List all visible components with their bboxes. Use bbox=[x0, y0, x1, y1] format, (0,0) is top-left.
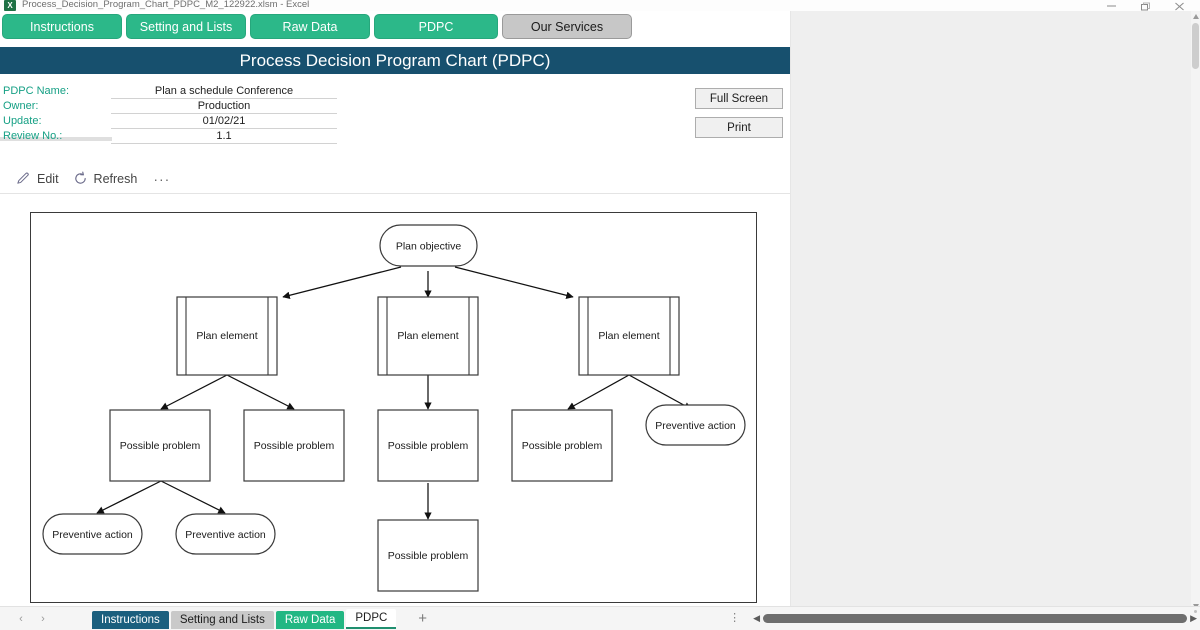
window-controls bbox=[1094, 0, 1196, 12]
node-label: Possible problem bbox=[388, 550, 469, 562]
sheet-tab-instructions[interactable]: Instructions bbox=[92, 610, 169, 629]
node-preventive-action-1[interactable]: Preventive action bbox=[42, 513, 143, 555]
pdpc-diagram: Plan objective Plan element Plan element bbox=[30, 212, 757, 603]
node-possible-problem-5[interactable]: Possible problem bbox=[377, 519, 479, 592]
node-plan-objective[interactable]: Plan objective bbox=[379, 224, 478, 267]
horizontal-scrollbar-thumb[interactable] bbox=[763, 613, 1188, 623]
pdpc-metadata: PDPC Name: Plan a schedule Conference Ow… bbox=[0, 74, 790, 156]
add-sheet-icon[interactable]: + bbox=[418, 610, 428, 627]
meta-row: PDPC Name: Plan a schedule Conference bbox=[0, 84, 400, 99]
meta-value-update[interactable]: 01/02/21 bbox=[111, 114, 337, 129]
nav-tab-raw-data[interactable]: Raw Data bbox=[250, 14, 370, 39]
node-label: Possible problem bbox=[254, 440, 335, 452]
edge-problem-to-action-2 bbox=[160, 480, 226, 514]
sheet-tab-pdpc[interactable]: PDPC bbox=[346, 608, 397, 629]
node-plan-element-left[interactable]: Plan element bbox=[176, 296, 278, 376]
scroll-up-icon[interactable] bbox=[1191, 11, 1200, 21]
vertical-scrollbar-thumb[interactable] bbox=[1192, 23, 1199, 69]
node-preventive-action-2[interactable]: Preventive action bbox=[175, 513, 276, 555]
node-possible-problem-3[interactable]: Possible problem bbox=[377, 409, 479, 482]
horizontal-scrollbar[interactable]: ◀ ▶ bbox=[750, 613, 1200, 624]
nav-tab-our-services[interactable]: Our Services bbox=[502, 14, 632, 39]
node-label: Preventive action bbox=[52, 529, 133, 541]
window-title: Process_Decision_Program_Chart_PDPC_M2_1… bbox=[22, 0, 310, 10]
node-preventive-action-3[interactable]: Preventive action bbox=[645, 404, 746, 446]
scroll-left-icon[interactable]: ◀ bbox=[753, 612, 761, 623]
edge-element-right-to-action bbox=[628, 374, 692, 410]
edit-label: Edit bbox=[37, 171, 59, 186]
node-label: Plan element bbox=[397, 330, 458, 342]
meta-label-update: Update: bbox=[3, 115, 42, 127]
pdpc-diagram-svg: Plan objective Plan element Plan element bbox=[42, 224, 746, 592]
node-label: Possible problem bbox=[388, 440, 469, 452]
refresh-icon bbox=[73, 171, 88, 186]
sheet-tab-setting-and-lists[interactable]: Setting and Lists bbox=[170, 610, 274, 629]
sheet-next-icon[interactable]: › bbox=[41, 612, 45, 625]
node-possible-problem-2[interactable]: Possible problem bbox=[243, 409, 345, 482]
meta-label-pdpc-name: PDPC Name: bbox=[3, 85, 70, 97]
diagram-connectors bbox=[96, 266, 692, 520]
more-options-icon[interactable]: ··· bbox=[153, 170, 171, 187]
node-label: Plan element bbox=[598, 330, 659, 342]
sheet-tab-raw-data[interactable]: Raw Data bbox=[275, 610, 345, 629]
meta-label-owner: Owner: bbox=[3, 100, 39, 112]
section-tab-bar: Instructions Setting and Lists Raw Data … bbox=[0, 14, 790, 44]
refresh-label: Refresh bbox=[93, 171, 138, 186]
edge-element-left-to-problem-2 bbox=[226, 374, 295, 410]
meta-value-owner[interactable]: Production bbox=[111, 99, 337, 114]
resize-grip-icon bbox=[1194, 610, 1197, 613]
horizontal-scroll-group: ⋮ ◀ ▶ bbox=[729, 606, 1200, 630]
scroll-right-icon[interactable]: ▶ bbox=[1190, 612, 1197, 623]
restore-icon[interactable] bbox=[1128, 0, 1162, 12]
page-title: Process Decision Program Chart (PDPC) bbox=[0, 47, 790, 74]
minimize-icon[interactable] bbox=[1094, 0, 1128, 12]
meta-row: Owner: Production bbox=[0, 99, 400, 114]
meta-label-review-no: Review No.: bbox=[3, 130, 63, 142]
node-label: Possible problem bbox=[120, 440, 201, 452]
meta-value-pdpc-name[interactable]: Plan a schedule Conference bbox=[111, 84, 337, 99]
close-icon[interactable] bbox=[1162, 0, 1196, 12]
node-label: Plan element bbox=[196, 330, 257, 342]
edge-objective-to-element-left bbox=[282, 266, 402, 299]
title-bar: X Process_Decision_Program_Chart_PDPC_M2… bbox=[0, 0, 1200, 11]
right-empty-pane bbox=[790, 11, 1192, 611]
edge-problem-to-action-1 bbox=[96, 480, 162, 514]
command-bar: Edit Refresh ··· bbox=[0, 164, 790, 194]
node-plan-element-center[interactable]: Plan element bbox=[377, 296, 479, 376]
node-label: Preventive action bbox=[655, 420, 736, 432]
worksheet-canvas: Instructions Setting and Lists Raw Data … bbox=[0, 11, 790, 611]
sheet-options-icon[interactable]: ⋮ bbox=[729, 612, 741, 624]
pencil-icon bbox=[16, 171, 31, 186]
edge-element-right-to-problem bbox=[567, 374, 630, 410]
meta-row: Update: 01/02/21 bbox=[0, 114, 400, 129]
meta-shade bbox=[0, 137, 112, 141]
excel-app-icon: X bbox=[4, 0, 16, 11]
print-button[interactable]: Print bbox=[695, 117, 783, 138]
nav-tab-instructions[interactable]: Instructions bbox=[2, 14, 122, 39]
node-possible-problem-4[interactable]: Possible problem bbox=[511, 409, 613, 482]
sheet-tabs: Instructions Setting and Lists Raw Data … bbox=[92, 608, 397, 629]
node-plan-element-right[interactable]: Plan element bbox=[578, 296, 680, 376]
node-label: Possible problem bbox=[522, 440, 603, 452]
nav-tab-setting-and-lists[interactable]: Setting and Lists bbox=[126, 14, 246, 39]
sheet-prev-icon[interactable]: ‹ bbox=[19, 612, 23, 625]
meta-row: Review No.: 1.1 bbox=[0, 129, 400, 144]
node-label: Plan objective bbox=[396, 241, 462, 253]
edit-button[interactable]: Edit bbox=[16, 171, 59, 186]
node-label: Preventive action bbox=[185, 529, 266, 541]
vertical-scrollbar[interactable] bbox=[1191, 11, 1200, 611]
nav-tab-pdpc[interactable]: PDPC bbox=[374, 14, 498, 39]
edge-element-left-to-problem-1 bbox=[160, 374, 228, 410]
node-possible-problem-1[interactable]: Possible problem bbox=[109, 409, 211, 482]
sheet-tab-bar: ‹ › Instructions Setting and Lists Raw D… bbox=[0, 606, 1200, 630]
full-screen-button[interactable]: Full Screen bbox=[695, 88, 783, 109]
meta-value-review-no[interactable]: 1.1 bbox=[111, 129, 337, 144]
edge-objective-to-element-right bbox=[454, 266, 574, 299]
refresh-button[interactable]: Refresh bbox=[73, 171, 138, 186]
